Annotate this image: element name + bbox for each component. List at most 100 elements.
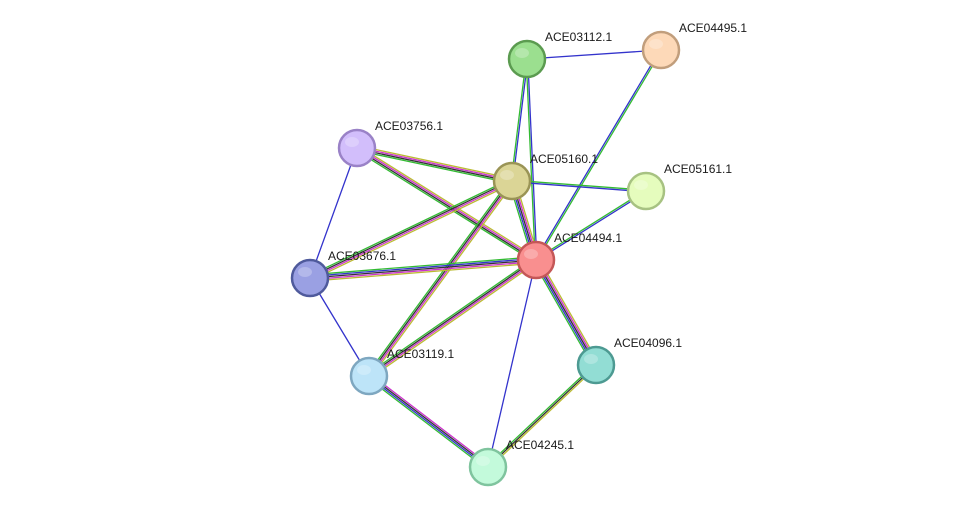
edge-ace03112-1-ace05160-1 (510, 58, 529, 182)
edge-evidence-line (370, 181, 515, 379)
edge-evidence-line (366, 257, 536, 375)
node-highlight (649, 39, 663, 49)
edge-evidence-line (487, 364, 597, 468)
edge-evidence-line (368, 374, 490, 468)
edge-evidence-line (532, 260, 594, 368)
edge-evidence-line (511, 179, 647, 191)
node-circle[interactable] (626, 171, 666, 211)
edge-evidence-line (369, 373, 491, 466)
edge-ace05160-1-ace05161-1 (511, 179, 647, 193)
node-circle[interactable] (349, 356, 389, 396)
node-circle[interactable] (290, 258, 330, 298)
edge-evidence-line (526, 49, 662, 60)
edge-evidence-line (535, 191, 648, 262)
node-circle[interactable] (641, 30, 681, 70)
node-ace04096-1[interactable]: ACE04096.1 (576, 336, 682, 385)
edge-evidence-line (536, 49, 663, 262)
edge-evidence-line (367, 179, 513, 377)
node-highlight (524, 249, 538, 259)
edge-evidence-line (368, 180, 514, 378)
node-circle[interactable] (337, 128, 377, 168)
edge-evidence-line (488, 365, 598, 469)
edge-evidence-line (309, 260, 537, 281)
node-ace05161-1[interactable]: ACE05161.1 (626, 162, 732, 211)
edge-ace04494-1-ace04096-1 (532, 257, 600, 368)
node-label: ACE05160.1 (530, 152, 598, 166)
node-highlight (634, 180, 648, 190)
node-highlight (476, 456, 490, 466)
node-circle[interactable] (492, 161, 532, 201)
edge-evidence-line (355, 149, 513, 184)
edge-ace04494-1-ace03676-1 (309, 256, 537, 282)
node-circle[interactable] (576, 345, 616, 385)
node-label: ACE04245.1 (506, 438, 574, 452)
edge-evidence-line (309, 181, 513, 280)
edge-evidence-line (309, 257, 537, 278)
edge-evidence-line (357, 145, 538, 259)
edge-evidence-line (355, 149, 536, 263)
edge-evidence-line (309, 256, 537, 276)
edge-ace03756-1-ace05160-1 (355, 145, 514, 184)
edge-ace05160-1-ace03676-1 (308, 178, 514, 281)
edge-evidence-line (309, 262, 537, 282)
edge-evidence-line (356, 146, 538, 260)
edge-evidence-line (512, 58, 529, 182)
node-label: ACE03119.1 (387, 347, 454, 361)
node-label: ACE03676.1 (328, 249, 396, 263)
node-ace03112-1[interactable]: ACE03112.1 (507, 30, 612, 79)
edge-evidence-line (356, 145, 514, 180)
node-highlight (298, 267, 312, 277)
node-ace04494-1[interactable]: ACE04494.1 (516, 231, 622, 280)
node-label: ACE03756.1 (375, 119, 443, 133)
edge-evidence-line (366, 377, 488, 470)
node-label: ACE04495.1 (679, 21, 747, 35)
edge-evidence-line (525, 58, 536, 261)
edge-ace04495-1-ace04494-1 (534, 48, 663, 262)
edge-evidence-line (533, 260, 596, 367)
edge-evidence-line (538, 257, 600, 365)
edge-evidence-line (486, 363, 596, 467)
node-ace04245-1[interactable]: ACE04245.1 (468, 438, 574, 487)
edge-evidence-line (369, 261, 539, 379)
edge-evidence-line (527, 58, 538, 261)
node-label: ACE04096.1 (614, 336, 682, 350)
node-highlight (515, 48, 529, 58)
edge-evidence-line (366, 178, 511, 376)
edge-evidence-line (487, 259, 537, 468)
edge-evidence-line (356, 146, 513, 181)
edge-evidence-line (367, 375, 489, 469)
edge-ace03112-1-ace04495-1 (526, 49, 662, 60)
node-circle[interactable] (516, 240, 556, 280)
edge-evidence-line (310, 182, 514, 281)
node-label: ACE03112.1 (545, 30, 612, 44)
edge-ace04494-1-ace03119-1 (366, 257, 539, 379)
node-highlight (584, 354, 598, 364)
edge-evidence-line (510, 58, 527, 182)
node-circle[interactable] (468, 447, 508, 487)
edge-evidence-line (309, 147, 358, 279)
edge-ace03756-1-ace03676-1 (309, 147, 358, 279)
node-label: ACE04494.1 (554, 231, 622, 245)
node-ace03756-1[interactable]: ACE03756.1 (337, 119, 443, 168)
node-ace04495-1[interactable]: ACE04495.1 (641, 21, 747, 70)
edge-evidence-line (309, 259, 537, 279)
edge-evidence-line (511, 181, 647, 193)
edge-evidence-line (536, 258, 599, 365)
node-label: ACE05161.1 (664, 162, 732, 176)
edge-evidence-line (308, 178, 512, 277)
edge-evidence-line (534, 48, 661, 261)
node-circle[interactable] (507, 39, 547, 79)
edge-ace04494-1-ace04245-1 (487, 259, 537, 468)
edge-ace05160-1-ace03119-1 (366, 178, 515, 379)
node-ace05160-1[interactable]: ACE05160.1 (492, 152, 598, 201)
edge-evidence-line (355, 148, 537, 262)
edge-ace05161-1-ace04494-1 (534, 189, 648, 262)
node-ace03676-1[interactable]: ACE03676.1 (290, 249, 396, 298)
edge-evidence-line (535, 259, 597, 366)
edge-evidence-line (309, 179, 513, 278)
node-highlight (500, 170, 514, 180)
edge-evidence-line (534, 189, 647, 260)
edge-evidence-line (356, 148, 513, 183)
node-ace03119-1[interactable]: ACE03119.1 (349, 347, 454, 396)
